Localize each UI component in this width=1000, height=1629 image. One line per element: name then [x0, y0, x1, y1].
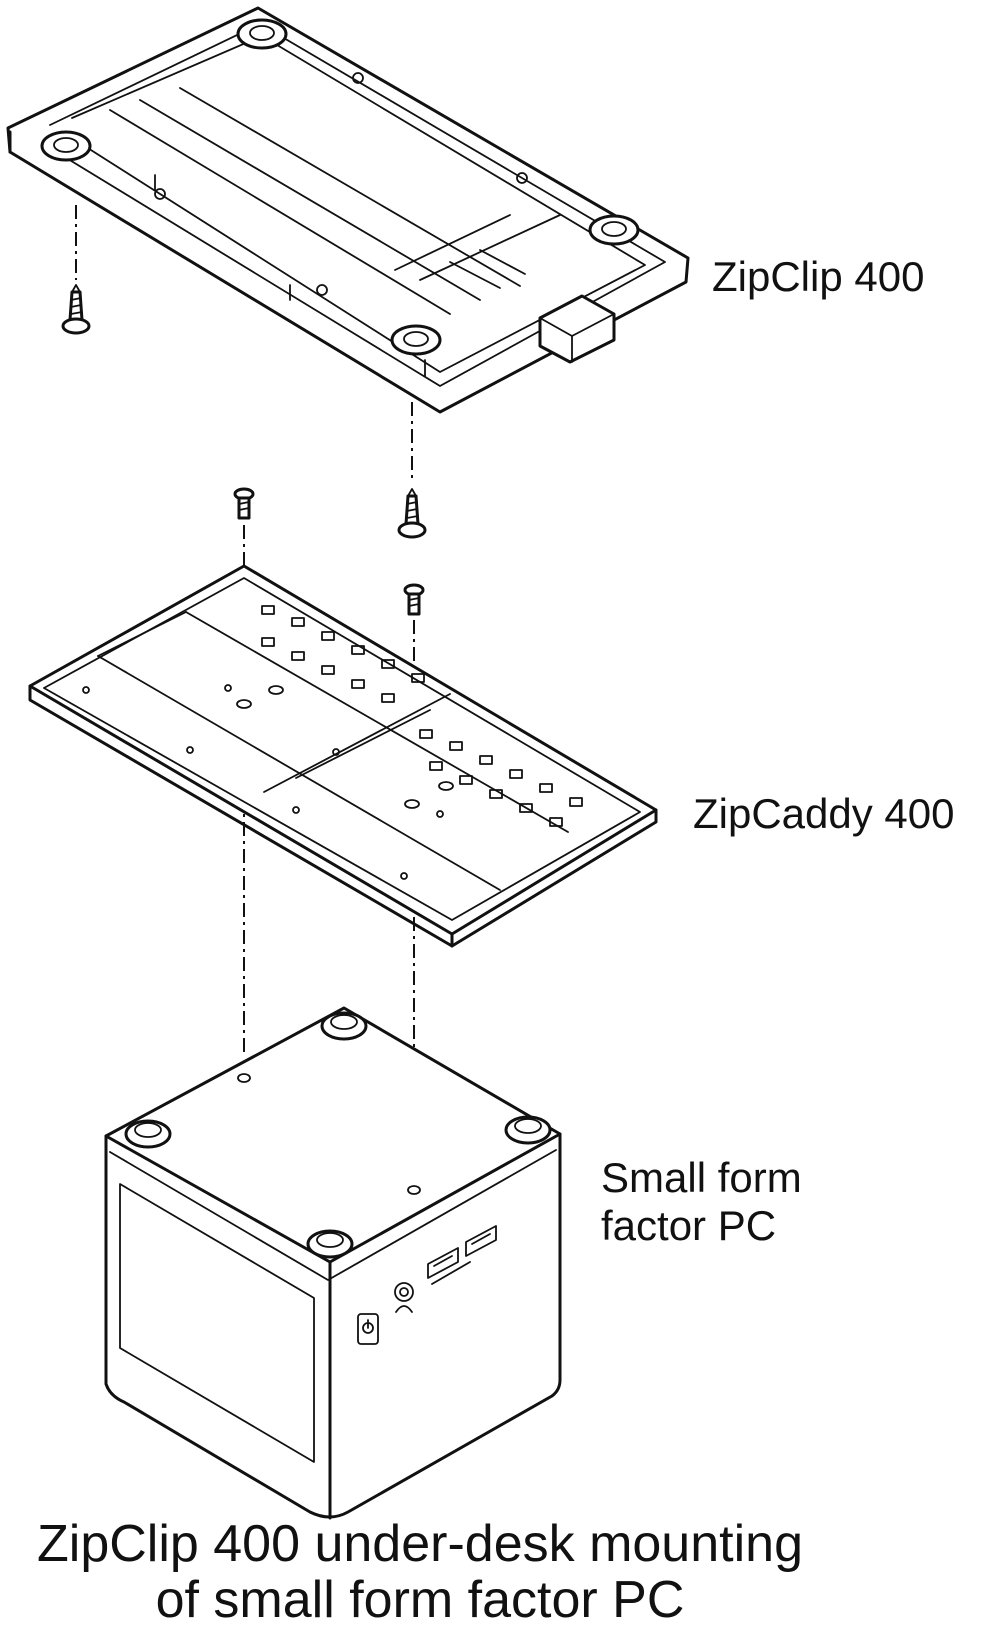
mount-hole-icon	[390, 324, 442, 356]
vent-slots	[261, 605, 583, 827]
zipcaddy-label: ZipCaddy 400	[693, 790, 955, 837]
usb-port-icon	[465, 1225, 497, 1257]
rubber-foot-icon	[124, 1119, 172, 1149]
caption-line1: ZipClip 400 under-desk mounting	[37, 1515, 803, 1573]
caption-line2: of small form factor PC	[155, 1571, 685, 1629]
wood-screw-icon	[397, 488, 427, 539]
mount-hole-icon	[588, 214, 640, 246]
machine-screw-icon	[403, 583, 425, 616]
zipcaddy-tray	[28, 564, 658, 948]
pc-label-line1: Small form	[601, 1154, 802, 1201]
rubber-foot-icon	[504, 1115, 552, 1145]
machine-screw-icon	[233, 487, 255, 520]
audio-jack-icon	[394, 1282, 414, 1313]
wood-screw-icon	[61, 284, 91, 335]
usb-port-icon	[427, 1247, 459, 1279]
power-button-icon	[357, 1313, 379, 1345]
zipclip-bracket	[6, 6, 690, 414]
rubber-foot-icon	[320, 1011, 368, 1041]
small-form-factor-pc	[104, 1006, 562, 1520]
zipclip-label: ZipClip 400	[712, 253, 925, 300]
mount-hole-icon	[40, 130, 92, 162]
rubber-foot-icon	[306, 1229, 354, 1259]
mount-hole-icon	[236, 18, 288, 50]
pc-label-line2: factor PC	[601, 1202, 777, 1249]
